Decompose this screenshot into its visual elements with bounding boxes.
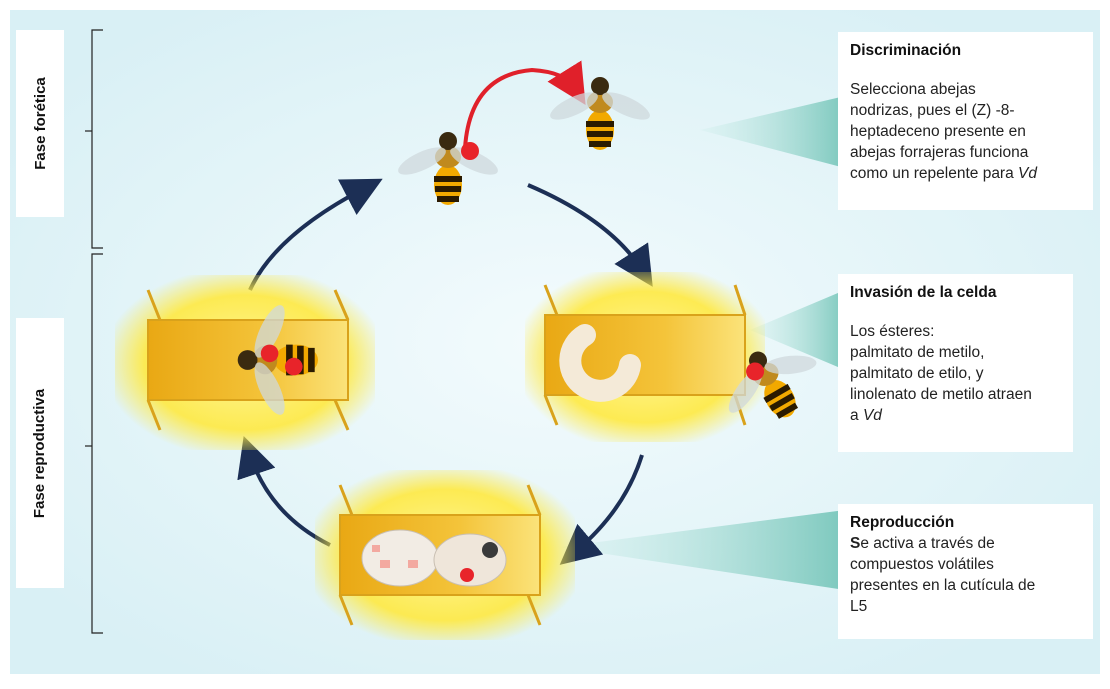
brood-cell-bottom xyxy=(315,470,575,640)
reproduccion-body: Se activa a través de compuestos volátil… xyxy=(850,533,1081,617)
reproduccion-title: Reproducción xyxy=(850,512,1081,533)
textbox-discriminacion: Discriminación Selecciona abejas nodriza… xyxy=(838,32,1093,210)
phase-foretica-text: Fase forética xyxy=(32,77,49,170)
phase-label-foretica: Fase forética xyxy=(16,30,64,217)
mite-icon xyxy=(461,142,479,160)
mite-icon xyxy=(460,568,474,582)
invasion-body: Los ésteres: palmitato de metilo, palmit… xyxy=(850,321,1061,426)
brood-cell-left xyxy=(115,275,375,450)
textbox-reproduccion: Reproducción Se activa a través de compu… xyxy=(838,504,1093,639)
textbox-invasion: Invasión de la celda Los ésteres: palmit… xyxy=(838,274,1073,452)
invasion-title: Invasión de la celda xyxy=(850,282,1061,303)
phase-label-reproductiva: Fase reproductiva xyxy=(16,318,64,588)
discriminacion-body: Selecciona abejas nodrizas, pues el (Z) … xyxy=(850,79,1081,184)
discriminacion-title: Discriminación xyxy=(850,40,1081,61)
phase-reproductiva-text: Fase reproductiva xyxy=(32,388,49,517)
